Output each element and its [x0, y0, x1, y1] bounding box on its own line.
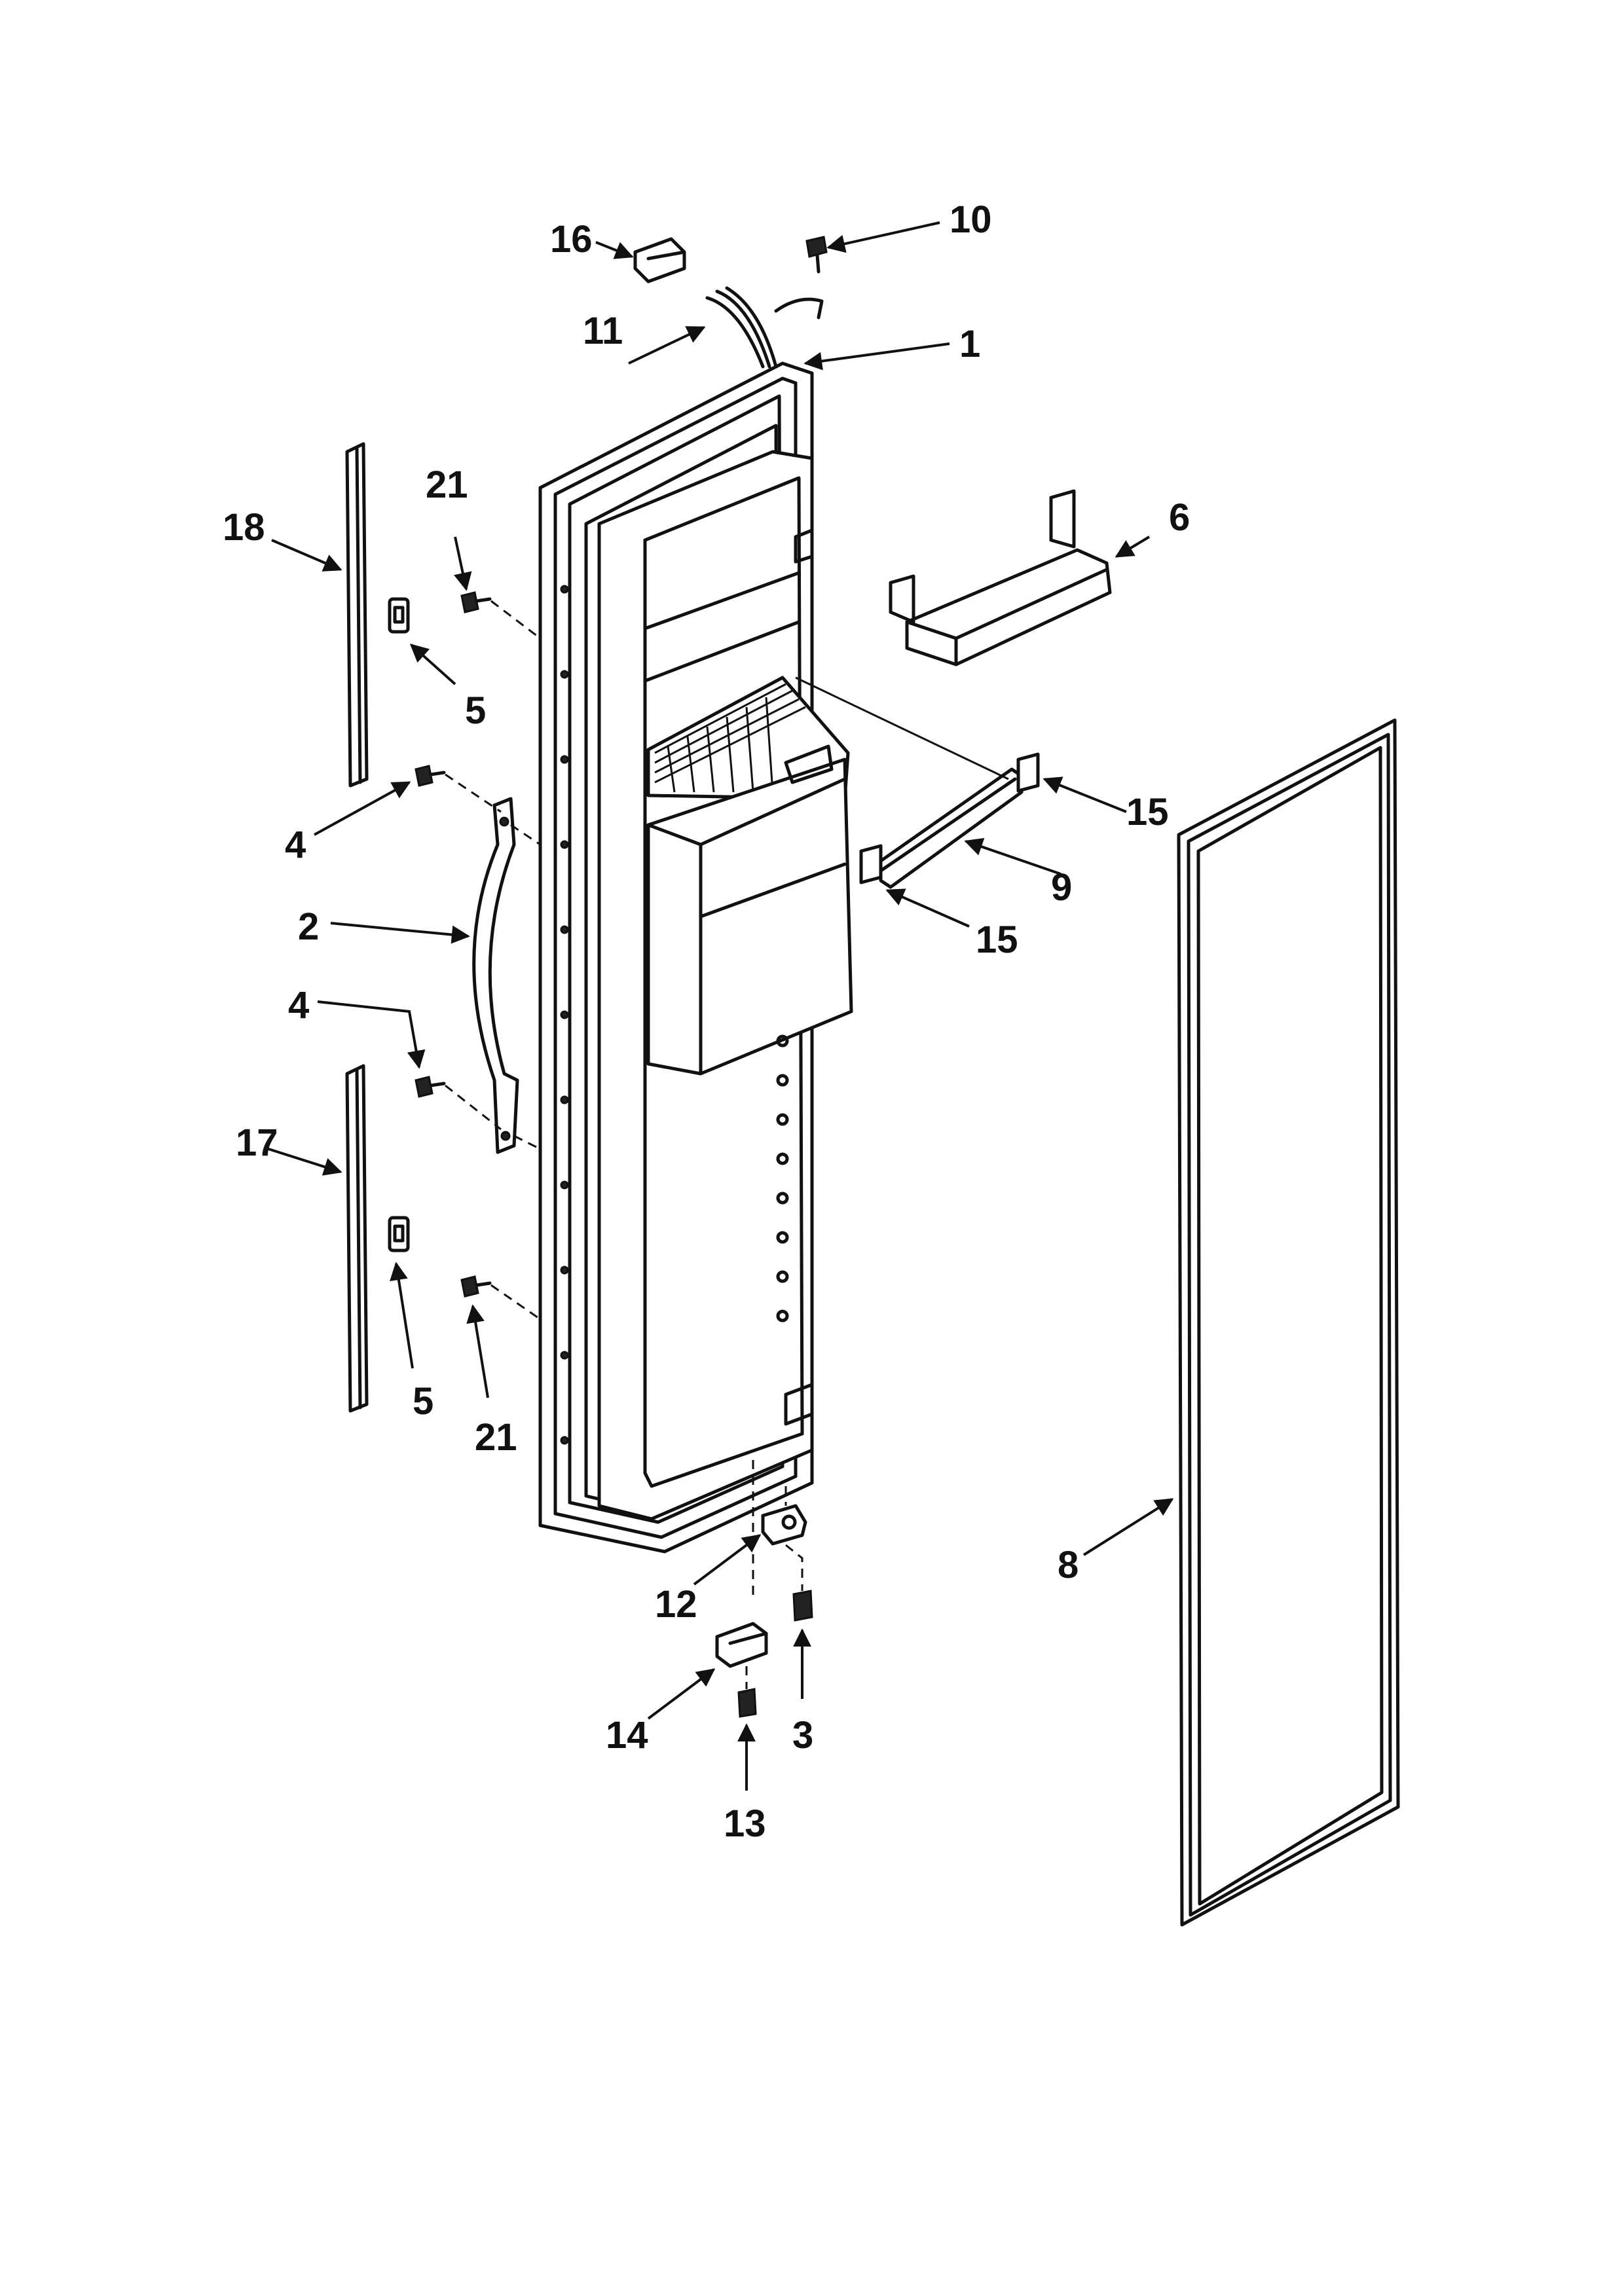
wire-connector [633, 237, 686, 283]
callout-15-upper: 15 [1126, 791, 1169, 833]
screw-4-upper [415, 765, 446, 787]
shelf-rail [879, 767, 1024, 889]
dispenser-housing [646, 744, 853, 1076]
callout-11: 11 [583, 310, 623, 352]
callout-1: 1 [959, 323, 980, 365]
hinge-bracket-12 [761, 1504, 807, 1546]
screw-10 [805, 236, 828, 274]
callout-4-upper: 4 [285, 824, 306, 866]
edge-fasteners [560, 585, 569, 1445]
callout-18: 18 [223, 506, 265, 549]
door-panel [538, 361, 853, 1554]
callout-5-lower: 5 [413, 1380, 434, 1423]
callout-labels: 16 10 11 1 21 18 6 5 4 15 9 2 15 4 17 5 … [223, 198, 1190, 1845]
callout-10: 10 [950, 198, 992, 241]
callout-8: 8 [1058, 1544, 1079, 1586]
callout-4-lower: 4 [288, 984, 309, 1027]
trim-clip-upper [388, 597, 410, 634]
callout-2: 2 [298, 905, 319, 948]
screw-21-upper [460, 591, 492, 613]
callout-21-lower: 21 [475, 1416, 517, 1459]
callout-15-lower: 15 [976, 919, 1018, 961]
trim-strip-upper [345, 442, 369, 788]
callout-12: 12 [655, 1583, 697, 1626]
callout-3: 3 [792, 1714, 813, 1757]
callout-14: 14 [606, 1714, 648, 1757]
rail-clip-lower [859, 844, 883, 884]
rail-clip-upper [1016, 752, 1040, 793]
leader-lines [268, 221, 1174, 1791]
trim-clip-lower [388, 1216, 410, 1252]
trim-strip-lower [345, 1064, 369, 1413]
screw-21-lower [460, 1275, 492, 1298]
callout-6: 6 [1169, 496, 1190, 539]
callout-5-upper: 5 [465, 689, 486, 732]
door-handle [472, 797, 519, 1154]
callout-21-upper: 21 [426, 464, 468, 506]
bracket-14 [715, 1622, 768, 1668]
screw-4-lower [415, 1076, 446, 1098]
screw-3 [792, 1590, 813, 1622]
mounting-holes [776, 1034, 789, 1322]
door-gasket [1177, 718, 1400, 1927]
callout-13: 13 [724, 1802, 766, 1845]
callout-17: 17 [236, 1121, 278, 1164]
door-shelf [889, 489, 1112, 666]
callout-16: 16 [550, 218, 593, 261]
wire-harness [705, 286, 824, 369]
screw-13 [737, 1688, 757, 1718]
callout-9: 9 [1051, 866, 1072, 909]
